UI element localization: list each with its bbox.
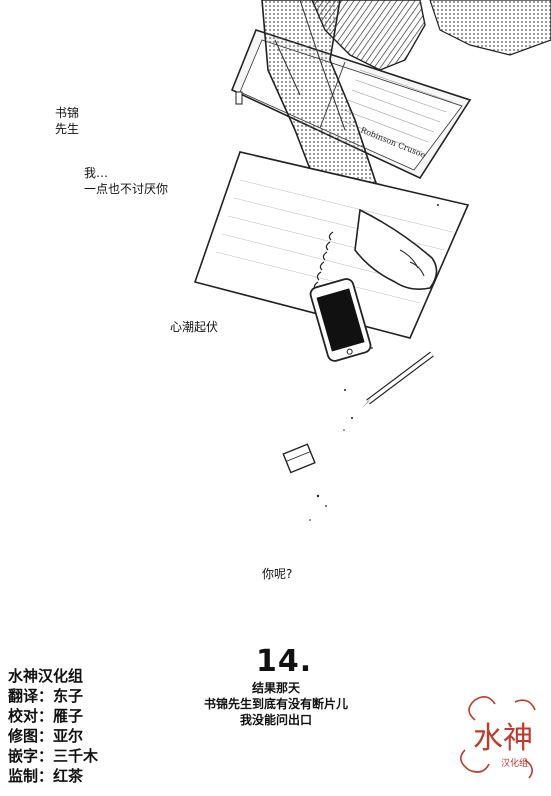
pencil bbox=[362, 351, 434, 408]
question-text: 你呢? bbox=[262, 567, 293, 581]
credit-line: 校对：雁子 bbox=[8, 707, 84, 725]
seal-text: 水神 bbox=[473, 721, 533, 756]
chapter-subtitle-line: 书锦先生到底有没有断片儿 bbox=[203, 697, 348, 711]
credits-block: 水神汉化组 翻译：东子 校对：雁子 修图：亚尔 嵌字：三千木 监制：红茶 bbox=[8, 666, 98, 786]
credit-line: 嵌字：三千木 bbox=[8, 747, 99, 765]
chapter-subtitle: 结果那天 书锦先生到底有没有断片儿 我没能问出口 bbox=[196, 680, 356, 728]
dialogue-line: 书锦 bbox=[55, 106, 80, 120]
dialogue-line: 一点也不讨厌你 bbox=[84, 182, 169, 196]
hair bbox=[311, 0, 551, 71]
dialogue-line: 我… bbox=[84, 166, 109, 180]
seal-subtext: 汉化组 bbox=[501, 757, 528, 769]
scanlation-seal-icon: 水神 汉化组 bbox=[460, 696, 536, 779]
chapter-subtitle-line: 我没能问出口 bbox=[239, 713, 312, 727]
sfx-text: 心潮起伏 bbox=[170, 320, 219, 334]
dialogue-line: 先生 bbox=[55, 122, 80, 136]
credit-line: 修图：亚尔 bbox=[8, 727, 84, 745]
chapter-subtitle-line: 结果那天 bbox=[251, 681, 300, 695]
credit-line: 监制：红茶 bbox=[8, 767, 84, 785]
smartphone bbox=[309, 278, 372, 362]
credit-line: 翻译：东子 bbox=[8, 687, 84, 705]
chapter-number: 14. bbox=[256, 644, 313, 679]
eraser bbox=[282, 443, 316, 474]
eraser-crumbs bbox=[309, 204, 439, 521]
credit-line: 水神汉化组 bbox=[8, 667, 84, 685]
hand bbox=[354, 208, 438, 290]
